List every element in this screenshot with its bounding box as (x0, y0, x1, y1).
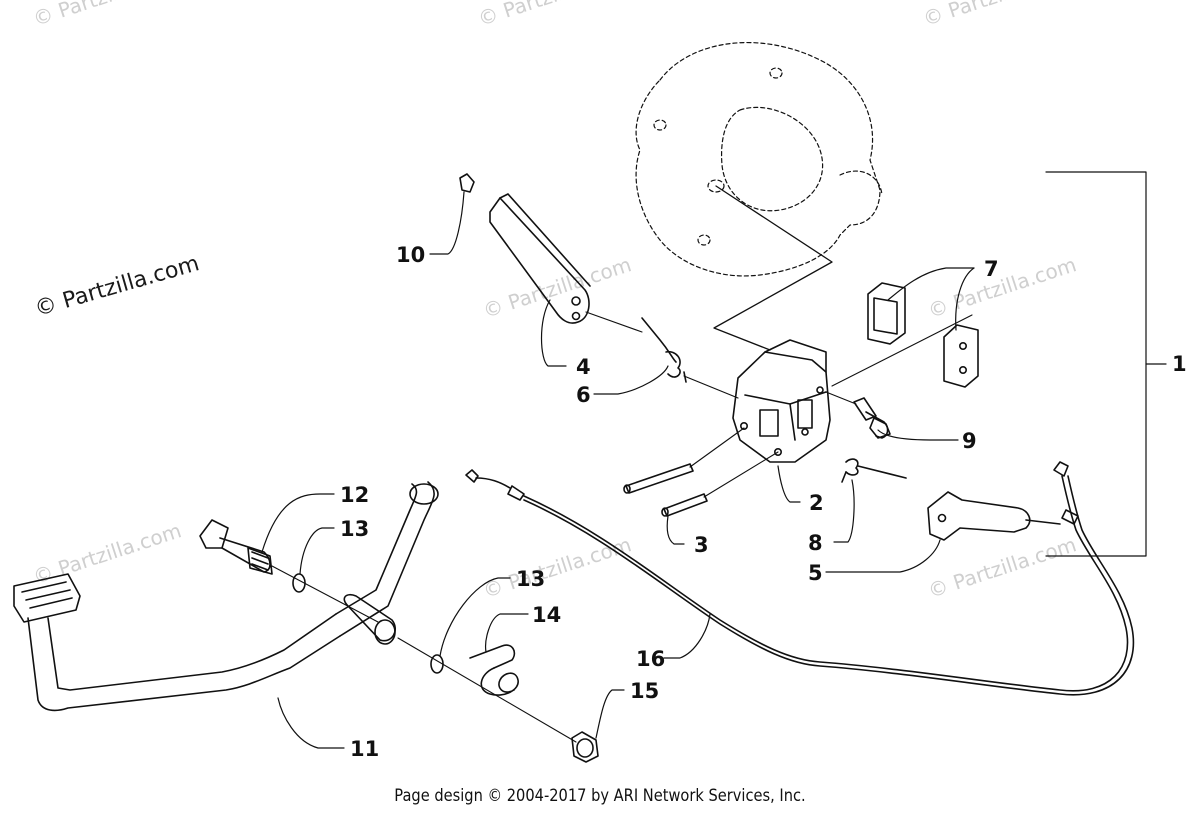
pin-2 (661, 493, 708, 517)
clip-pin (459, 173, 475, 193)
page-footer: Page design © 2004-2017 by ARI Network S… (394, 786, 806, 806)
pivot-bolt (199, 519, 273, 575)
callout-13-right: 13 (516, 567, 545, 591)
brake-pad-upper (867, 282, 906, 345)
callout-14: 14 (532, 603, 561, 627)
callout-7: 7 (984, 257, 999, 281)
hub-outline (635, 42, 883, 277)
callout-2: 2 (809, 491, 824, 515)
caliper-body (732, 339, 831, 463)
callout-12: 12 (340, 483, 369, 507)
callout-6: 6 (576, 383, 591, 407)
lever-upper (489, 193, 591, 324)
callout-13-left: 13 (340, 517, 369, 541)
callout-4: 4 (576, 355, 591, 379)
callout-15: 15 (630, 679, 659, 703)
bolt (853, 397, 891, 439)
brake-pedal (13, 481, 439, 712)
retaining-clip (469, 644, 519, 696)
pin-1 (623, 463, 694, 494)
brake-pad-lower (943, 324, 979, 388)
actuator-lever (927, 491, 1061, 541)
callout-11: 11 (350, 737, 379, 761)
callout-10: 10 (396, 243, 425, 267)
brake-cable (465, 461, 1135, 696)
callout-16: 16 (636, 647, 665, 671)
snap-ring-left (292, 573, 306, 593)
callout-3: 3 (694, 533, 709, 557)
leader-hub (713, 185, 833, 351)
nut (571, 731, 599, 763)
callout-9: 9 (962, 429, 977, 453)
callout-1: 1 (1172, 352, 1187, 376)
spring-lower (841, 458, 907, 483)
callout-8: 8 (808, 531, 823, 555)
leader-lines (261, 171, 1167, 749)
callout-5: 5 (808, 561, 823, 585)
